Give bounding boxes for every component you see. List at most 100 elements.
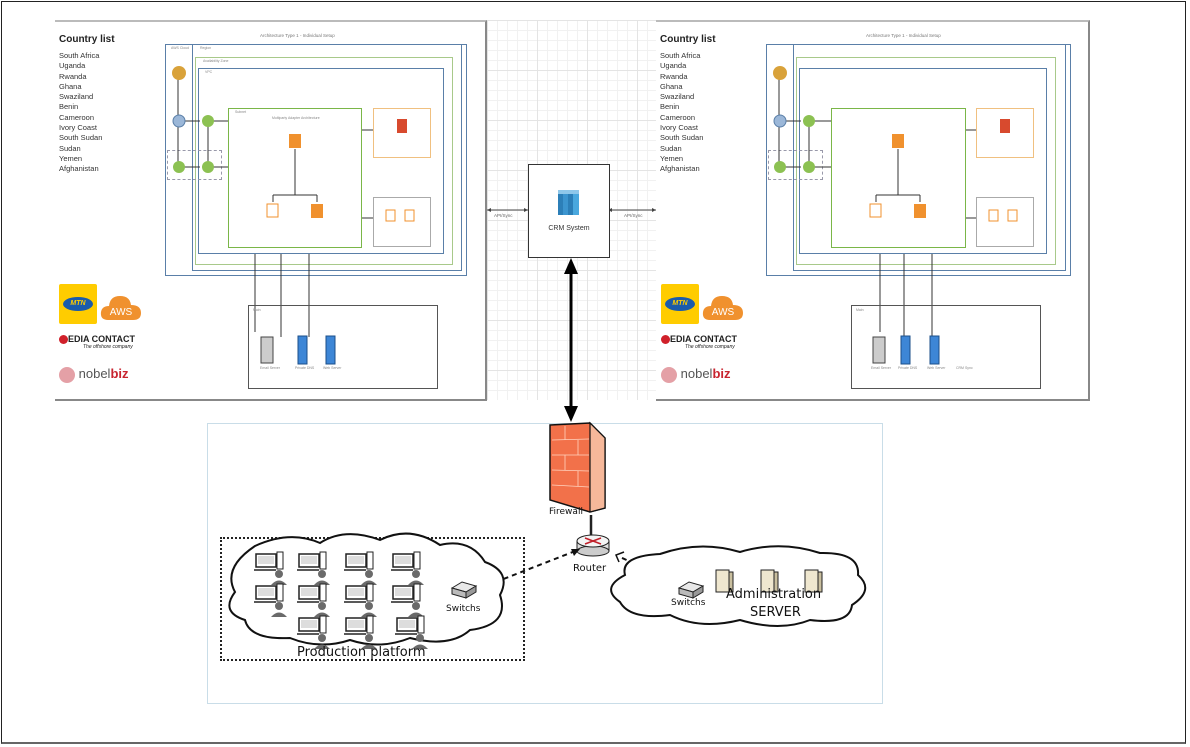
architecture-title: Architecture Type 1 - Individual Setup xyxy=(260,33,335,38)
internet-gateway-icon xyxy=(773,114,787,128)
server-label-web: Web Server xyxy=(323,366,342,370)
arrow-up-icon xyxy=(564,258,578,274)
country-item: Cameroon xyxy=(59,112,95,122)
workstation-icon xyxy=(297,583,330,617)
nobelbiz-logo: nobelbiz xyxy=(59,366,129,383)
country-list-title: Country list xyxy=(59,34,115,45)
ec2-storage-icon xyxy=(914,204,926,218)
country-item: Yemen xyxy=(59,153,83,163)
workstation-icon xyxy=(254,583,287,617)
country-item: Afghanistan xyxy=(59,164,99,174)
aws-cloud-label: AWS Cloud xyxy=(171,46,189,50)
nat-gateway-icon xyxy=(803,115,815,127)
mobile-client-icon xyxy=(869,203,882,218)
switch-icon-left xyxy=(450,581,478,599)
country-item: Uganda xyxy=(59,61,86,71)
region-label: Region xyxy=(200,46,212,50)
az-label: Availability Zone xyxy=(203,59,229,63)
crm-system-node[interactable]: CRM System xyxy=(528,164,610,258)
subnet-box xyxy=(228,108,362,248)
admin-server-icon-1 xyxy=(715,569,734,593)
nat-gateway-icon xyxy=(202,115,214,127)
crm-server-icon xyxy=(558,190,579,215)
vpn-gateway-icon xyxy=(173,161,185,173)
country-item: Sudan xyxy=(660,143,682,153)
web-server-icon xyxy=(325,335,336,365)
country-item: Yemen xyxy=(660,153,684,163)
vpc-box xyxy=(198,68,444,254)
country-item: Uganda xyxy=(660,61,687,71)
vpn-connection-icon xyxy=(803,161,815,173)
router-label: Router xyxy=(573,563,607,574)
country-item: Rwanda xyxy=(660,71,688,81)
left-architecture-icons xyxy=(172,66,415,337)
on-premise-servers xyxy=(872,335,940,365)
email-server-icon xyxy=(872,336,886,364)
aws-logo: AWS xyxy=(100,296,141,320)
monitor-icon-b xyxy=(1007,209,1018,222)
mtn-logo: MTN xyxy=(59,284,97,324)
web-server-icon xyxy=(929,335,940,365)
workstation-icon xyxy=(391,583,424,617)
user-icon xyxy=(172,66,186,80)
country-item: South Sudan xyxy=(660,133,704,143)
vpc-box xyxy=(799,68,1047,254)
country-item: South Sudan xyxy=(59,133,103,143)
media-contact-logo: EDIA CONTACT The offshore company xyxy=(661,334,737,350)
subnet-label: Subnet xyxy=(235,110,247,114)
security-box xyxy=(373,108,431,158)
country-item: Rwanda xyxy=(59,71,87,81)
workstation-icon xyxy=(254,551,287,585)
on-premise-box xyxy=(248,305,438,389)
country-item: Swaziland xyxy=(59,92,94,102)
ec2-storage-icon xyxy=(311,204,323,218)
subnet-box xyxy=(831,108,966,248)
gateway-group-box xyxy=(167,150,222,180)
server-label-email: Email Server xyxy=(260,366,281,370)
server-label-dns: Private DNS xyxy=(898,366,918,370)
admin-server-icon-2 xyxy=(760,569,779,593)
router-icon xyxy=(576,534,610,557)
internet-gateway-icon xyxy=(172,114,186,128)
monitoring-box xyxy=(976,197,1034,247)
ec2-instance-icon xyxy=(289,134,301,148)
workstation-icon xyxy=(297,551,330,585)
country-item: Benin xyxy=(660,102,680,112)
ec2-instance-icon xyxy=(892,134,904,148)
country-item: South Africa xyxy=(59,51,100,60)
server-label-email: Email Server xyxy=(871,366,892,370)
security-service-icon xyxy=(1000,119,1010,133)
country-item: Afghanistan xyxy=(660,164,700,174)
workstation-icon xyxy=(297,615,330,649)
private-dns-icon xyxy=(900,335,911,365)
monitor-icon-a xyxy=(385,209,396,222)
vpc-label: VPC xyxy=(205,70,213,74)
country-item: Swaziland xyxy=(660,92,695,102)
media-contact-logo: EDIA CONTACT The offshore company xyxy=(59,334,135,350)
country-item: Ivory Coast xyxy=(59,123,97,133)
right-architecture-icons xyxy=(773,66,1018,337)
availability-zone-box xyxy=(195,57,453,265)
gateway-group-box xyxy=(768,150,823,180)
crm-system-label: CRM System xyxy=(548,225,590,232)
workstation-icon xyxy=(344,615,377,649)
switch-label-left: Switchs xyxy=(446,604,481,614)
country-item: Benin xyxy=(59,102,79,112)
workstation-icon xyxy=(395,615,428,649)
on-premise-label: Main xyxy=(856,308,864,312)
on-premise-label: Main xyxy=(253,308,261,312)
arrow-down-icon xyxy=(564,406,578,422)
server-label-crm-sync: CRM Sync xyxy=(956,366,973,370)
network-panel xyxy=(207,423,883,704)
api-sync-label-left: API/Sync xyxy=(494,213,513,218)
on-premise-servers xyxy=(260,335,336,365)
availability-zone-box xyxy=(796,57,1056,265)
country-list-title: Country list xyxy=(660,34,716,45)
server-label-web: Web Server xyxy=(927,366,946,370)
